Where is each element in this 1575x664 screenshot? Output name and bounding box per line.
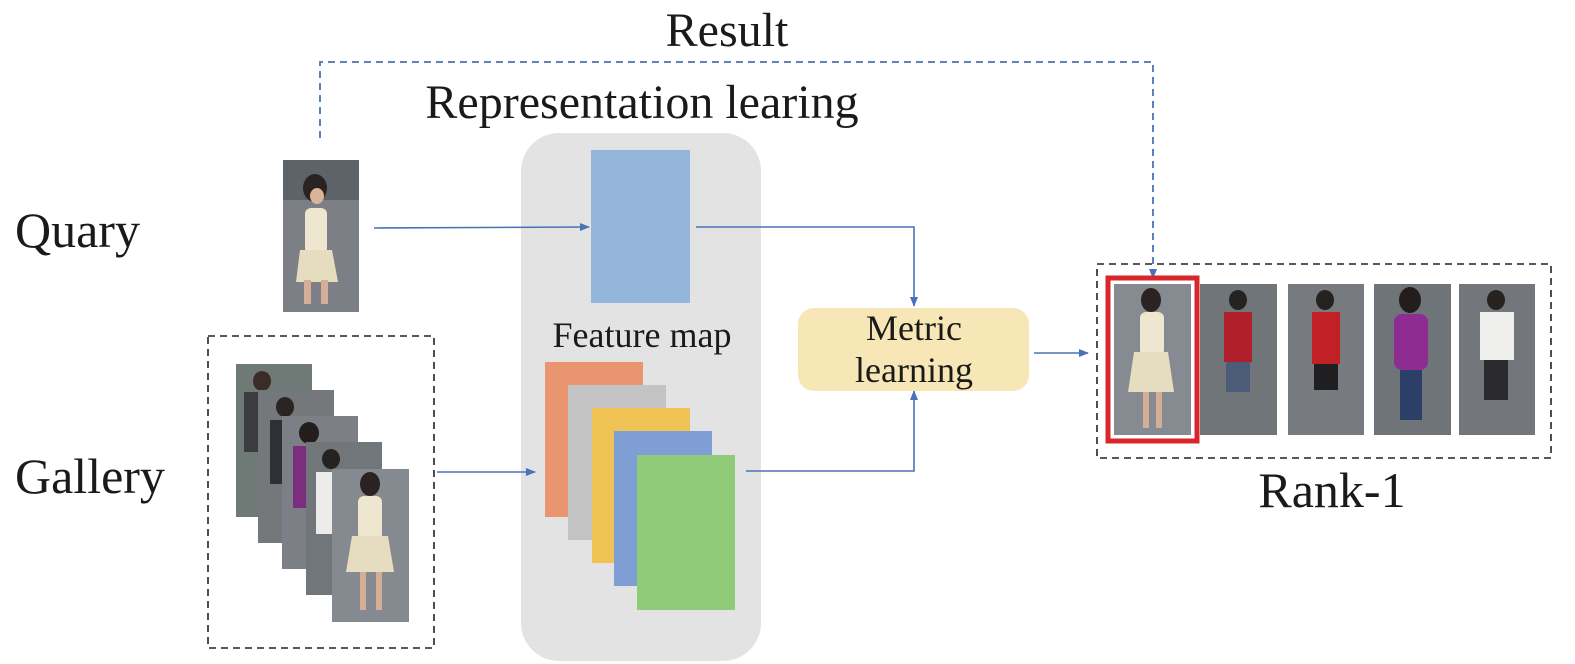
result-image-5 — [1459, 284, 1535, 435]
result-image-4 — [1374, 284, 1451, 435]
query-to-feature-arrow — [373, 223, 590, 232]
feature-layer-5 — [637, 455, 735, 610]
feature-to-metric-arrow-top — [696, 226, 918, 307]
result-image-3 — [1288, 284, 1364, 435]
gallery-label: Gallery — [15, 448, 165, 504]
result-image-2 — [1200, 284, 1277, 435]
result-dashed-arrow — [319, 61, 1157, 279]
gallery-box — [207, 335, 435, 649]
rank-1-highlight — [1105, 275, 1200, 444]
feature-to-metric-arrow-bottom — [746, 390, 918, 472]
gallery-image-stack — [236, 364, 409, 622]
feature-map-label: Feature map — [553, 315, 732, 355]
result-label: Result — [666, 4, 789, 57]
query-image — [283, 160, 359, 312]
gallery-image-5 — [332, 469, 409, 622]
representation-learning-label: Representation learing — [425, 76, 858, 129]
metric-learning-box — [798, 308, 1029, 391]
ranked-results — [1105, 275, 1535, 444]
metric-learning-label-line2: learning — [855, 350, 973, 390]
metric-learning-label-line1: Metric — [866, 308, 962, 348]
result-image-1 — [1114, 284, 1191, 435]
feature-map-stack — [545, 362, 735, 610]
query-feature-block — [591, 150, 690, 303]
query-label: Quary — [15, 202, 140, 258]
rank-1-label: Rank-1 — [1258, 462, 1405, 518]
